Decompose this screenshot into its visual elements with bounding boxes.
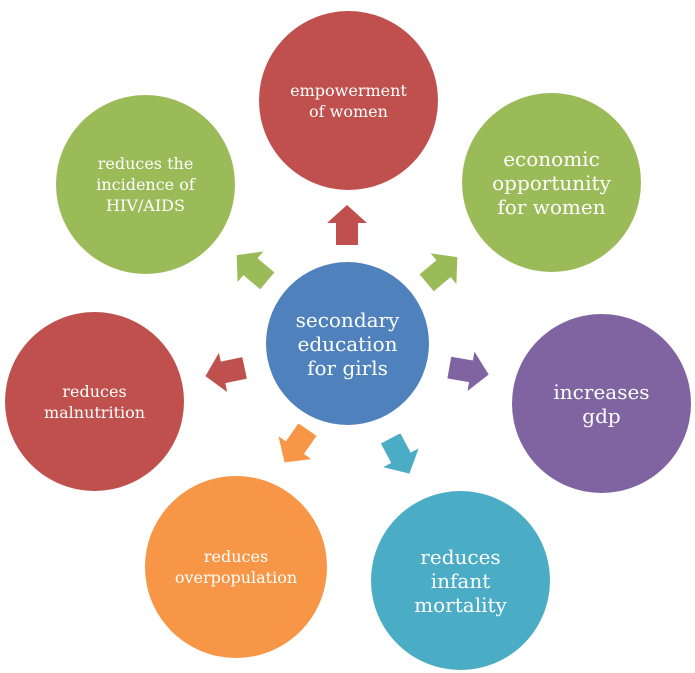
node-overpop: reduces overpopulation	[145, 476, 327, 658]
arrow-shape	[278, 424, 317, 463]
arrow-shape	[327, 205, 367, 245]
arrow-down-right-icon	[380, 434, 419, 474]
node-label: reduces the incidence of HIV/AIDS	[96, 154, 195, 215]
node-label: reduces infant mortality	[414, 544, 507, 617]
node-label: increases gdp	[553, 379, 650, 428]
arrow-shape	[419, 253, 458, 292]
node-infant: reduces infant mortality	[371, 491, 550, 670]
center-label: secondary education for girls	[295, 307, 400, 380]
arrow-left-icon	[205, 352, 247, 392]
arrow-shape	[447, 351, 489, 392]
node-label: reduces malnutrition	[43, 381, 146, 422]
arrow-down-left-icon	[278, 424, 317, 463]
arrow-up-icon	[327, 205, 367, 245]
node-empowerment: empowerment of women	[259, 11, 438, 190]
arrow-shape	[380, 434, 419, 474]
arrow-shape	[236, 251, 275, 290]
arrow-up-left-icon	[236, 251, 275, 290]
node-gdp: increases gdp	[512, 314, 691, 493]
arrow-right-icon	[447, 351, 489, 392]
center-node: secondary education for girls	[266, 262, 429, 425]
node-label: economic opportunity for women	[492, 146, 611, 219]
node-hiv: reduces the incidence of HIV/AIDS	[56, 95, 235, 274]
node-label: reduces overpopulation	[174, 547, 298, 587]
arrow-shape	[205, 352, 247, 392]
node-label: empowerment of women	[290, 80, 407, 121]
node-economic: economic opportunity for women	[462, 93, 641, 272]
node-malnutrition: reduces malnutrition	[5, 312, 184, 491]
arrow-up-right-icon	[419, 253, 458, 292]
